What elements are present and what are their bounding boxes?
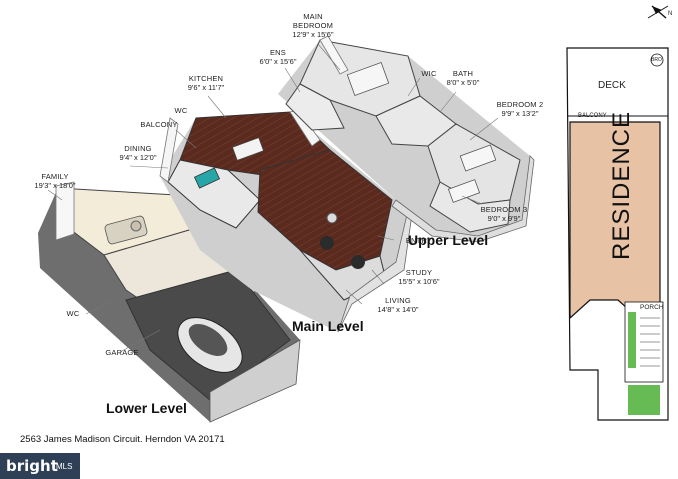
site-plan-porch-label: PORCH <box>640 304 664 311</box>
upper-level-floor <box>278 35 535 243</box>
room-name: GARAGE <box>105 348 139 357</box>
room-label-family: FAMILY 19'3" x 18'0" <box>28 172 82 190</box>
room-name: FAMILY <box>41 172 69 181</box>
room-name: BALCONY <box>140 120 178 129</box>
room-dimensions: 12'9" x 15'6" <box>292 30 334 39</box>
room-dimensions: 19'3" x 18'0" <box>34 181 76 190</box>
site-plan-deck-label: DECK <box>598 80 626 91</box>
room-label-main-bedroom: MAIN BEDROOM 12'9" x 15'6" <box>282 12 344 39</box>
room-label-wc-main: WC <box>170 106 192 115</box>
room-name: MAIN BEDROOM <box>292 12 334 30</box>
room-label-bedroom-3: BEDROOM 3 9'0" x 9'9" <box>478 205 530 223</box>
room-name: WC <box>66 309 80 318</box>
north-arrow-icon <box>647 5 669 19</box>
lower-level-title: Lower Level <box>106 400 187 416</box>
compass-label: N <box>668 11 673 17</box>
room-dimensions: 9'4" x 12'0" <box>119 153 157 162</box>
room-label-wic: WIC <box>416 69 442 78</box>
room-label-bath: BATH 8'0" x 5'0" <box>440 69 486 87</box>
room-label-bedroom-2: BEDROOM 2 9'9" x 13'2" <box>494 100 546 118</box>
room-label-living: LIVING 14'8" x 14'0" <box>368 296 428 314</box>
room-dimensions: 8'0" x 5'0" <box>446 78 480 87</box>
site-plan <box>566 47 669 421</box>
main-level-title: Main Level <box>292 318 364 334</box>
room-name: KITCHEN <box>188 74 224 83</box>
brand-name: bright <box>6 457 58 475</box>
room-name: ENTRY <box>405 236 433 245</box>
room-label-ens: ENS 6'0" x 15'6" <box>252 48 304 66</box>
room-dimensions: 9'6" x 11'7" <box>187 83 225 92</box>
brand-suffix: MLS <box>56 462 73 471</box>
room-name: BEDROOM 2 <box>496 100 544 109</box>
room-dimensions: 9'9" x 13'2" <box>501 109 539 118</box>
room-label-kitchen: KITCHEN 9'6" x 11'7" <box>180 74 232 92</box>
room-label-garage: GARAGE <box>102 348 142 357</box>
site-plan-residence-label: RESIDENCE <box>608 110 635 260</box>
room-dimensions: 14'8" x 14'0" <box>377 305 419 314</box>
property-address: 2563 James Madison Circuit. Herndon VA 2… <box>20 434 225 445</box>
room-name: BATH <box>452 69 474 78</box>
room-name: LIVING <box>385 296 411 305</box>
room-dimensions: 6'0" x 15'6" <box>259 57 297 66</box>
room-label-balcony: BALCONY <box>137 120 181 129</box>
site-plan-marker-label: BRO <box>651 57 662 63</box>
room-name: BEDROOM 3 <box>480 205 528 214</box>
leader-lines <box>47 43 499 353</box>
main-level-floor <box>159 109 413 333</box>
room-name: WC <box>174 106 188 115</box>
room-name: DINING <box>124 144 152 153</box>
room-dimensions: 9'0" x 9'9" <box>487 214 521 223</box>
upper-level-title: Upper Level <box>408 232 489 248</box>
room-name: STUDY <box>405 268 433 277</box>
room-label-wc-lower: WC <box>60 309 86 318</box>
room-dimensions: 15'5" x 10'6" <box>398 277 440 286</box>
room-name: ENS <box>269 48 287 57</box>
room-label-entry: ENTRY <box>404 236 434 245</box>
room-label-study: STUDY 15'5" x 10'6" <box>392 268 446 286</box>
site-plan-balcony-label: BALCONY <box>578 113 607 119</box>
brand-logo: bright MLS <box>0 453 80 479</box>
room-label-dining: DINING 9'4" x 12'0" <box>114 144 162 162</box>
room-name: WIC <box>421 69 437 78</box>
